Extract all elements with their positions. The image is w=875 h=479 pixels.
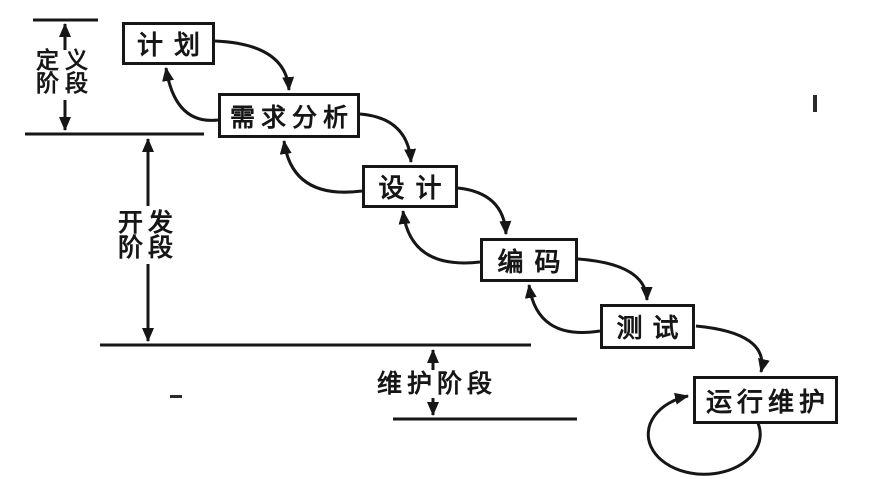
arrow-coding-to-testing (577, 257, 653, 301)
arrow-plan-to-requirements (214, 39, 295, 91)
stage-box-testing-label: 测试 (616, 314, 689, 344)
stage-box-requirements-analysis-label: 需求分析 (229, 102, 354, 132)
self-loop-operation-maintenance (646, 392, 762, 476)
stage-box-operation-maintenance: 运行维护 (693, 376, 838, 424)
phase-label-development: 开发阶段 (114, 210, 182, 260)
scan-speck-tick (813, 95, 817, 112)
stage-box-coding: 编码 (480, 238, 578, 282)
stage-box-plan-label: 计划 (136, 31, 211, 61)
stage-box-design: 设计 (362, 165, 458, 208)
arrow-design-to-coding (457, 186, 512, 235)
feedback-arrow-design-to-requirements (279, 140, 363, 194)
stage-box-plan: 计划 (122, 22, 215, 65)
feedback-arrow-requirements-to-plan (162, 67, 219, 122)
stage-box-coding-label: 编码 (497, 247, 572, 278)
arrow-testing-to-operation (695, 324, 770, 373)
feedback-arrow-coding-to-design (398, 210, 481, 265)
stage-box-operation-maintenance-label: 运行维护 (705, 387, 830, 418)
stage-box-testing: 测试 (600, 304, 695, 349)
stage-box-requirements-analysis: 需求分析 (218, 93, 360, 138)
scan-speck-dash (170, 395, 182, 398)
arrow-requirements-to-design (359, 112, 417, 163)
stage-box-design-label: 设计 (378, 174, 453, 204)
feedback-arrow-testing-to-coding (524, 284, 601, 334)
phase-label-maintenance: 维护阶段 (374, 371, 500, 397)
phase-label-definition: 定义阶段 (32, 50, 98, 96)
